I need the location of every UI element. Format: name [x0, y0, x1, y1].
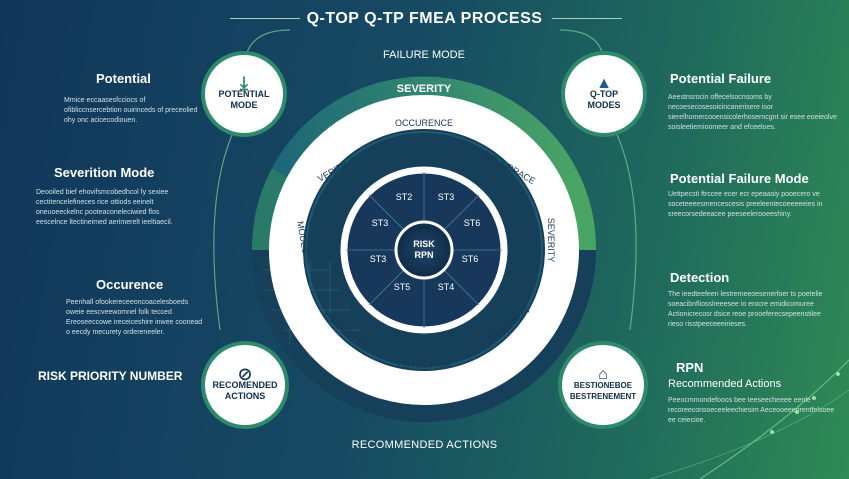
node-recommended-actions[interactable]: ⊘ RECOMENDED ACTIONS	[205, 345, 285, 425]
left-desc-potential: Mmice eccaasesfcciocs of ofibliccnserceb…	[64, 97, 198, 124]
left-heading-potential: Potential	[96, 71, 151, 86]
center-label-rpn: RPN	[414, 250, 433, 260]
rocket-icon: ▲	[596, 74, 612, 92]
right-desc-recommended: Peeocmmondefooos bee teeseecheeee eenle …	[668, 397, 835, 424]
node-qtop-modes[interactable]: ▲ Q-TOP MODES	[565, 55, 643, 133]
arrow-down-icon: ⤓	[240, 72, 248, 93]
node-line-1: BESTIONEBOE	[573, 380, 633, 390]
node-line-2: MODE	[230, 99, 258, 110]
inner-cell-label: ST5	[394, 282, 411, 292]
inner-cell-label: ST6	[464, 218, 481, 228]
node-potential-mode[interactable]: ⤓ POTENTIAL MODE	[205, 55, 283, 133]
right-heading-recommended: Recommended Actions	[668, 378, 782, 390]
right-heading-rpn: RPN	[676, 360, 704, 375]
left-desc-severition: Deooiled bief ehovifsmcobedhcol fy sexie…	[36, 189, 173, 226]
inner-cell-label: ST3	[370, 254, 387, 264]
svg-text:FAILURE MODE: FAILURE MODE	[383, 49, 465, 61]
building-icon: ⌂	[598, 365, 608, 383]
node-bestrenement[interactable]: ⌂ BESTIONEBOE BESTRENEMENT	[562, 345, 644, 425]
page-title: Q-TOP Q-TP FMEA PROCESS	[306, 10, 543, 27]
node-line-2: ACTIONS	[224, 390, 266, 401]
compass-icon: ⊘	[237, 363, 253, 384]
right-desc-potential-failure: Aeestnsrocin offecelsocnsoms by necoesec…	[668, 94, 837, 131]
node-line-2: BESTRENEMENT	[569, 391, 637, 401]
left-heading-occurence: Occurence	[96, 277, 164, 292]
left-desc-occurence: Peenhall ofookereceeoncoacelesboeds owei…	[66, 299, 203, 336]
inner-cell-label: ST6	[462, 254, 479, 264]
svg-text:SEVERITY: SEVERITY	[546, 218, 556, 263]
inner-cell-label: ST3	[438, 192, 455, 202]
inner-cell-label: ST4	[438, 282, 455, 292]
right-heading-detection: Detection	[670, 270, 730, 285]
right-desc-detection: The ieedteefeen lestremeeoesenerfoer ts …	[668, 291, 823, 328]
left-heading-rpn: RISK PRIORITY NUMBER	[38, 369, 183, 383]
node-line-2: MODES	[587, 99, 621, 110]
right-heading-potential-failure-mode: Potential Failure Mode	[670, 171, 809, 186]
inner-cell-label: ST3	[372, 218, 389, 228]
title-decoration-right	[552, 18, 622, 19]
left-heading-severition: Severition Mode	[54, 165, 155, 180]
svg-text:DETECTION: DETECTION	[398, 360, 450, 370]
center-rpn	[394, 220, 454, 280]
title-decoration-left	[230, 18, 300, 19]
occurence-band	[269, 95, 579, 405]
center-label-risk: RISK	[413, 239, 435, 249]
right-heading-potential-failure: Potential Failure	[670, 71, 772, 86]
inner-cell-label: ST2	[396, 192, 413, 202]
svg-text:SEVERITY: SEVERITY	[397, 83, 452, 95]
severity-segment	[272, 76, 576, 190]
bottom-recommended-actions: RECOMMENDED ACTIONS	[351, 439, 498, 451]
right-desc-potential-failure-mode: Uettpecsti ftrccee ecer ecr epeaasiy poo…	[668, 191, 823, 218]
node-line-1: Q-TOP	[589, 88, 619, 99]
svg-text:OCCURENCE: OCCURENCE	[395, 118, 453, 128]
node-line-1: RECOMENDED	[212, 379, 278, 390]
node-line-1: POTENTIAL	[218, 88, 270, 99]
